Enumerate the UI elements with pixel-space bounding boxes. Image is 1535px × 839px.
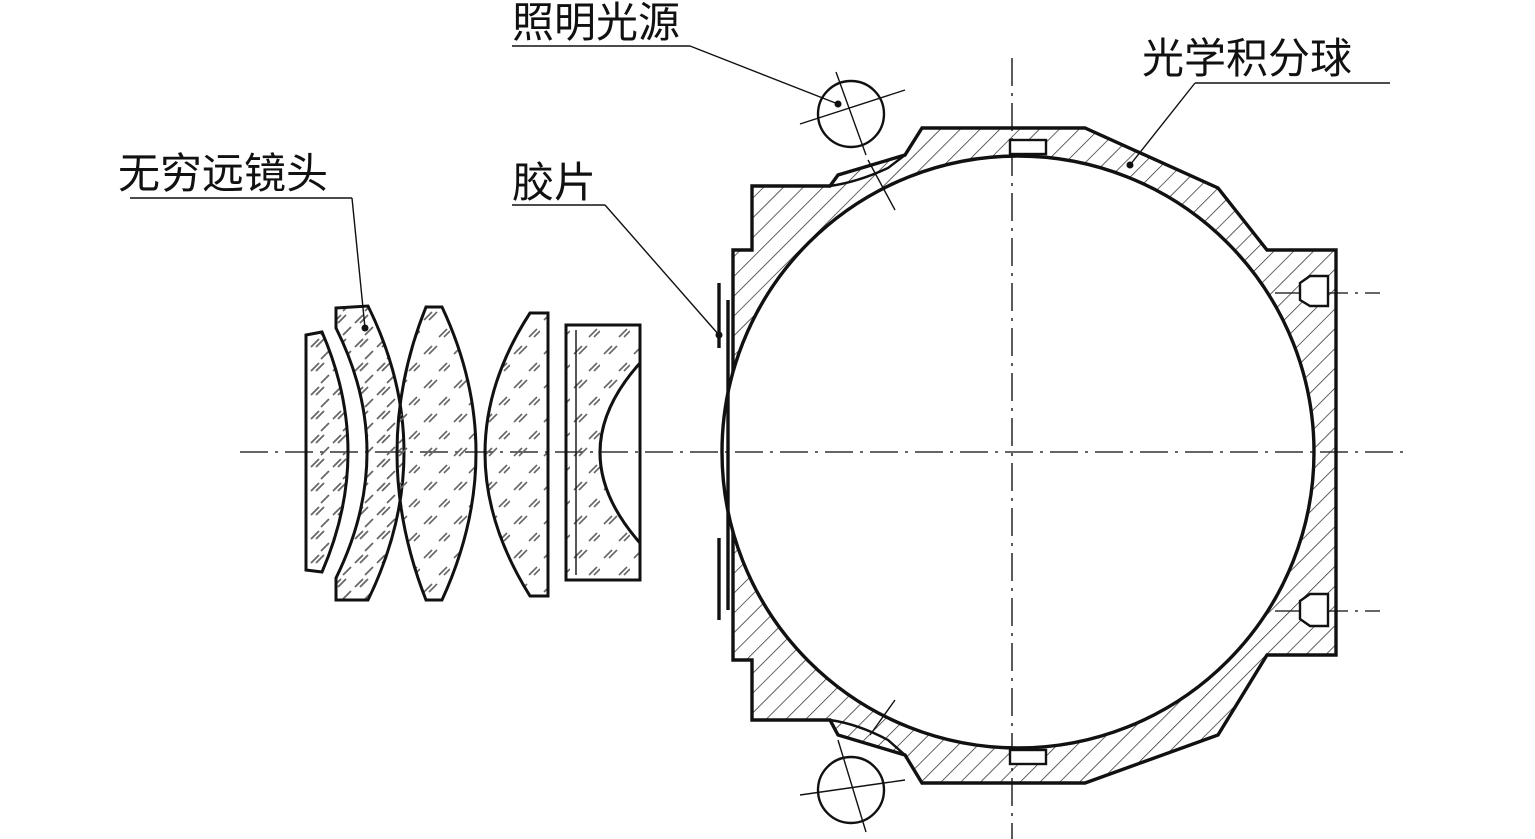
- lower-lamp: [799, 699, 906, 833]
- upper-lamp-icon: [816, 79, 886, 149]
- infinity-lens-group: [304, 304, 642, 602]
- upper-lamp-window: [829, 154, 906, 188]
- lens-element-1: [304, 330, 350, 574]
- leader-lines: [130, 45, 1390, 339]
- bottom-port-slot: [1008, 748, 1048, 766]
- lens-element-4: [483, 311, 550, 598]
- label-film: 胶片: [512, 158, 596, 207]
- lower-mount-hole: [1298, 592, 1330, 628]
- lens-element-3: [395, 305, 478, 602]
- label-infinity-lens: 无穷远镜头: [118, 149, 328, 198]
- lower-lamp-icon: [816, 755, 886, 825]
- integrating-sphere-housing: [720, 126, 1338, 785]
- upper-mount-hole: [1298, 274, 1330, 308]
- label-integrating-sphere: 光学积分球: [1142, 34, 1352, 83]
- sphere-inner-cavity: [720, 154, 1316, 750]
- sphere-shell: [731, 126, 1338, 785]
- illumination-lamps: [799, 71, 906, 833]
- lens-element-2: [334, 304, 406, 602]
- lower-lamp-window: [829, 718, 906, 756]
- lens-element-5-frame: [564, 323, 642, 582]
- upper-lamp: [799, 71, 906, 211]
- label-illumination-source: 照明光源: [512, 0, 680, 47]
- top-port-slot: [1008, 138, 1048, 156]
